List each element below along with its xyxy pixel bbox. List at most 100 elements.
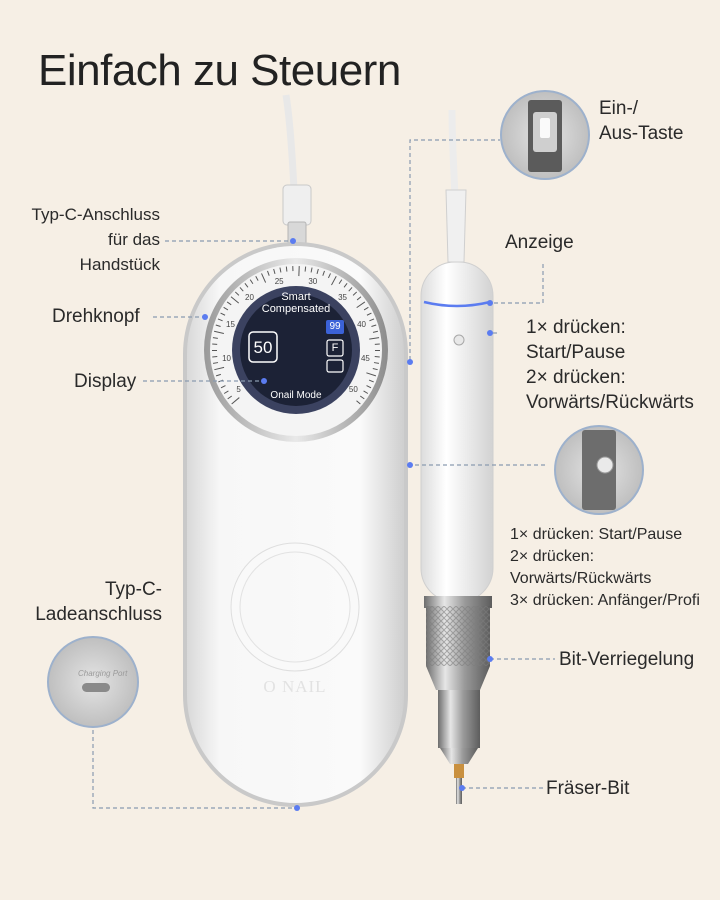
- label-line: Handstück: [79, 255, 160, 274]
- label-line: für das: [108, 230, 160, 249]
- label-line: Ladeanschluss: [35, 604, 162, 625]
- label-line: Ein-/: [599, 98, 639, 119]
- label-line: 3× drücken: Anfänger/Profi: [510, 592, 700, 609]
- dial-tick: [372, 330, 378, 333]
- dial-tick: [310, 267, 313, 273]
- dial-tick: [304, 266, 307, 272]
- label-line: Typ-C-: [105, 579, 162, 600]
- handpiece-button: [453, 334, 465, 346]
- dial-tick: [215, 373, 222, 377]
- label-line: 2× drücken:: [526, 367, 626, 388]
- page-title: Einfach zu Steuern: [38, 46, 401, 95]
- dial-tick-label: 40: [357, 320, 366, 330]
- label-display: Display: [74, 371, 137, 392]
- dial-tick-label: 10: [222, 353, 231, 363]
- charging-port-inset: [47, 636, 139, 728]
- label-line: Typ-C-Anschluss: [31, 205, 160, 224]
- guide-dots: [202, 238, 493, 811]
- dial-tick-label: 25: [274, 277, 284, 287]
- dial-tick: [220, 312, 226, 316]
- guide-lines: [92, 139, 555, 809]
- dial-tick-label: 20: [245, 292, 254, 302]
- screen-mode-bottom: Onail Mode: [270, 390, 322, 401]
- dial-tick: [369, 318, 375, 322]
- dial-tick: [368, 379, 374, 383]
- dial-tick: [273, 268, 276, 274]
- label-indicator: Anzeige: [505, 232, 574, 253]
- handpiece-button-inset: [554, 425, 644, 515]
- direction-readout: F: [331, 342, 339, 354]
- typec-plug: [282, 184, 312, 226]
- brand-logo: O NAIL: [263, 677, 327, 696]
- dial-tick: [372, 368, 378, 371]
- dial-tick: [366, 312, 372, 316]
- drill-bit: [456, 778, 462, 804]
- dial-tick-label: 15: [226, 320, 235, 330]
- label-line: Vorwärts/Rückwärts: [510, 570, 652, 587]
- dial-tick: [363, 306, 369, 311]
- dial-tick: [331, 276, 337, 286]
- badge-readout: 99: [329, 321, 341, 332]
- label-knob: Drehknopf: [52, 306, 140, 327]
- dial-tick: [359, 395, 365, 400]
- dial-tick: [279, 267, 282, 273]
- label-line: Start/Pause: [526, 342, 626, 363]
- label-line: Vorwärts/Rückwärts: [526, 392, 694, 413]
- dial-tick: [220, 385, 226, 389]
- label-bit-lock: Bit-Verriegelung: [559, 649, 695, 670]
- dial-tick: [285, 266, 288, 272]
- label-power: Ein-/ Aus-Taste: [599, 96, 683, 146]
- label-line: 1× drücken:: [526, 317, 626, 338]
- dial-tick: [226, 301, 232, 306]
- dial-tick: [239, 287, 244, 292]
- label-bit: Fräser-Bit: [546, 778, 630, 799]
- dial-tick: [214, 366, 225, 371]
- dial-tick: [212, 337, 218, 339]
- dial-tick: [352, 291, 358, 296]
- dial-tick: [234, 291, 240, 296]
- label-handpiece-button: 1× drücken: Start/Pause 2× drücken: Vorw…: [510, 524, 700, 612]
- dial-tick-label: 45: [360, 353, 370, 363]
- dial-tick: [227, 395, 233, 400]
- label-press-button: 1× drücken: Start/Pause 2× drücken: Vorw…: [526, 315, 694, 415]
- dial-tick: [356, 301, 366, 309]
- dial-tick: [343, 283, 348, 288]
- dial-tick: [231, 397, 240, 405]
- speed-readout: 50: [253, 338, 273, 357]
- dial-tick: [223, 390, 229, 394]
- label-typec-charge: Typ-C- Ladeanschluss: [30, 577, 162, 627]
- dial-tick: [214, 330, 224, 334]
- charging-ring: [230, 542, 360, 672]
- dial-tick: [255, 276, 259, 281]
- power-switch-inset: [500, 90, 590, 180]
- dial-tick: [316, 268, 319, 274]
- dial-tick-label: 30: [308, 277, 318, 287]
- dial-tick: [371, 324, 377, 328]
- dial-tick: [356, 296, 362, 301]
- dial-tick: [217, 318, 223, 322]
- dial-tick: [244, 283, 249, 288]
- dial-tick: [322, 270, 325, 276]
- dial-tick-label: 35: [338, 292, 347, 302]
- screen-mode-line: Compensated: [261, 303, 331, 315]
- label-typec-handpiece: Typ-C-Anschluss für das Handstück: [18, 202, 160, 277]
- dial-tick-label: 50: [348, 385, 358, 395]
- dial-tick: [261, 273, 267, 283]
- dial-tick: [212, 362, 219, 364]
- dial-tick: [230, 296, 240, 304]
- label-line: Aus-Taste: [599, 123, 684, 144]
- dial-tick: [348, 287, 353, 292]
- dial-tick: [363, 390, 369, 394]
- dial-tick: [369, 337, 380, 340]
- screen-mode-line: Smart: [281, 291, 311, 303]
- dial-tick: [338, 279, 343, 285]
- dial-tick: [366, 385, 372, 389]
- dial-tick-label: 5: [236, 385, 241, 395]
- charging-port-text: Charging Port: [78, 669, 128, 678]
- label-line: 2× drücken:: [510, 548, 595, 565]
- dial-tick: [223, 306, 229, 311]
- screen-mode-top: Smart Compensated: [246, 291, 346, 315]
- dial-tick: [366, 372, 377, 377]
